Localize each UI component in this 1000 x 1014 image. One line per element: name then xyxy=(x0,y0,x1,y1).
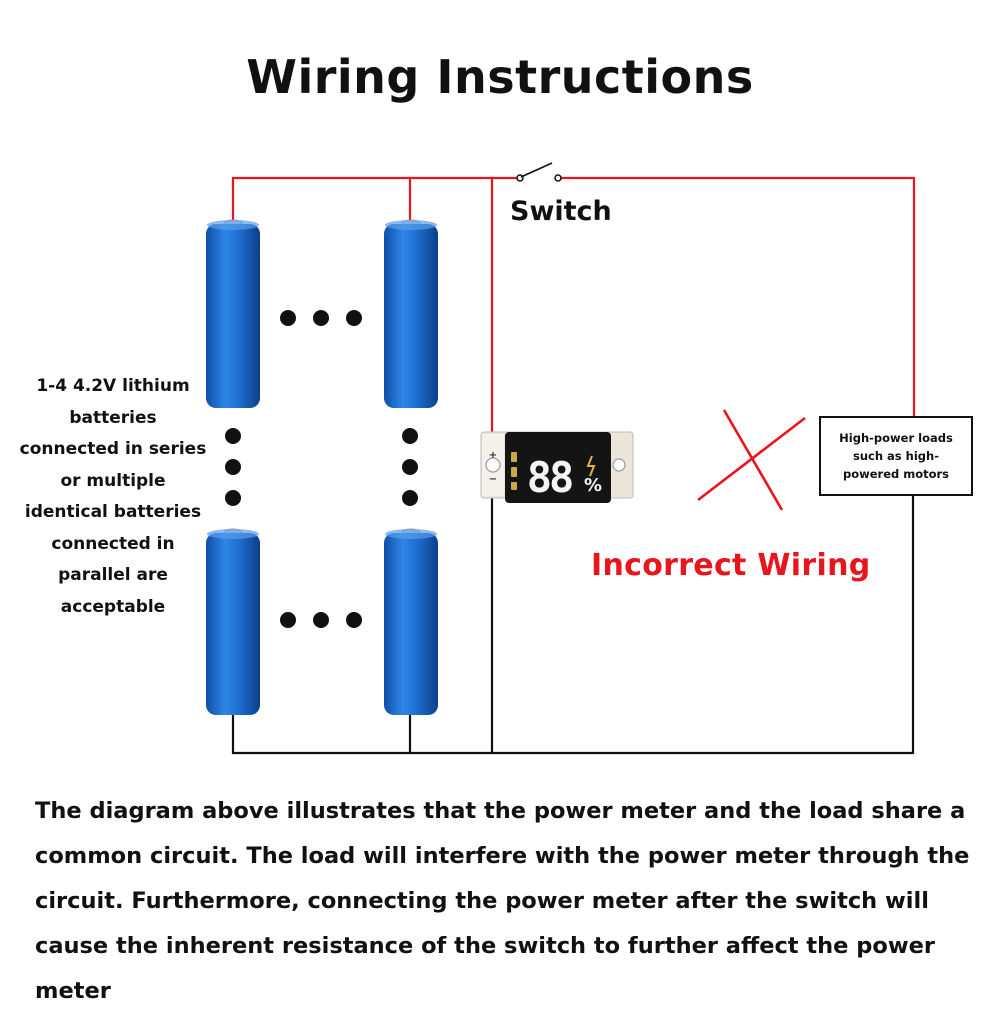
meter-unit: % xyxy=(584,475,602,496)
meter-plus-marker: + xyxy=(489,450,497,461)
load-label: High-power loads such as high-powered mo… xyxy=(839,431,953,481)
battery-icon xyxy=(206,219,260,408)
meter-minus-marker: − xyxy=(489,474,497,485)
switch-icon xyxy=(516,162,562,182)
ellipsis-dots-icon xyxy=(225,310,418,628)
positive-wires xyxy=(231,176,916,436)
battery-note: 1-4 4.2V lithium batteries connected in … xyxy=(19,376,207,617)
negative-wires xyxy=(231,494,915,755)
switch-label: Switch xyxy=(510,196,612,227)
meter-display-value: 88 xyxy=(527,453,572,502)
cross-mark-icon xyxy=(697,409,806,511)
diagram-title: Wiring Instructions xyxy=(246,50,754,104)
power-meter-icon xyxy=(480,431,634,503)
battery-icon xyxy=(206,528,260,715)
battery-icon xyxy=(384,528,438,715)
battery-icon xyxy=(384,219,438,408)
load-box: High-power loads such as high-powered mo… xyxy=(819,416,973,496)
description-text: The diagram above illustrates that the p… xyxy=(35,798,970,1004)
incorrect-wiring-label: Incorrect Wiring xyxy=(591,548,871,583)
